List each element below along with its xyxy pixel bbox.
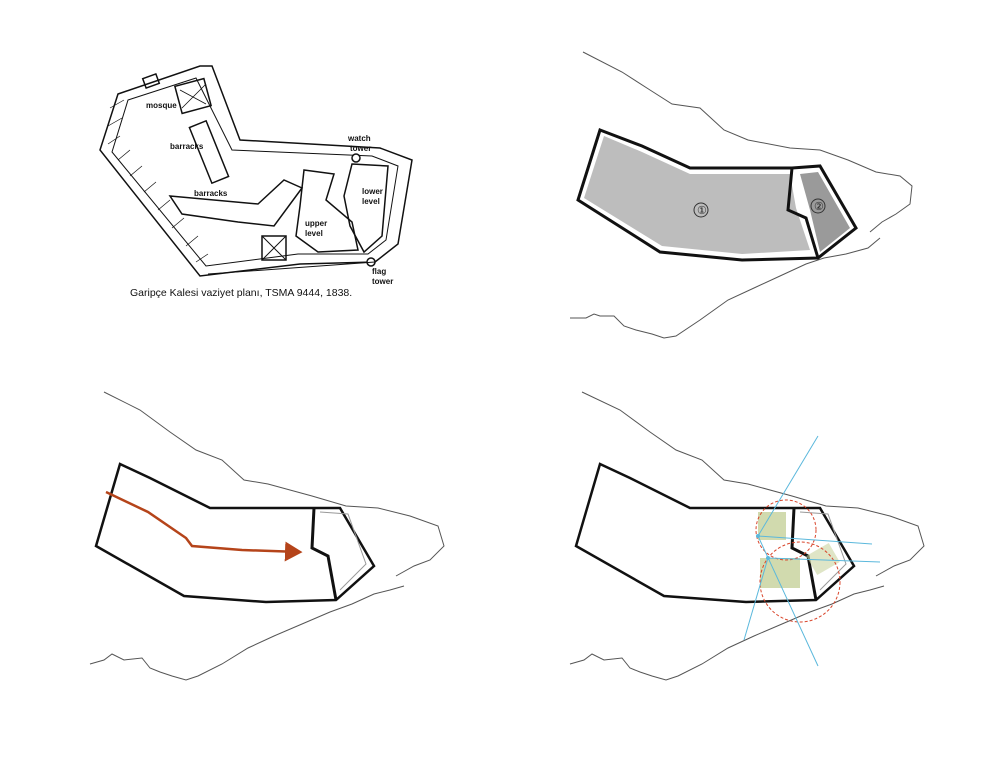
view-area-3 <box>806 542 840 576</box>
plan-caption: Garipçe Kalesi vaziyet planı, TSMA 9444,… <box>130 287 353 299</box>
label-barracks-2: barracks <box>194 189 228 198</box>
inner-courtyard-4 <box>799 511 847 591</box>
zone-2-label: ② <box>814 201 824 213</box>
zone-divider-wall-2 <box>786 167 820 259</box>
divider-wall-4 <box>790 507 818 601</box>
viewpoint-2 <box>766 556 770 560</box>
label-mosque: mosque <box>146 101 177 110</box>
zone-2-area <box>800 172 850 252</box>
plan-labels: mosque barracks barracks watch tower low… <box>146 101 393 286</box>
plan-upper-level <box>295 169 359 253</box>
divider-wall-3 <box>310 507 338 601</box>
label-upper-level: level <box>305 229 323 238</box>
label-watch-tower: tower <box>350 144 371 153</box>
coastline-top-3 <box>103 391 445 577</box>
plan-gate-x <box>261 235 287 261</box>
label-flag-tower: tower <box>372 277 393 286</box>
view-area-1 <box>758 512 786 540</box>
zone-1-marker <box>693 202 709 218</box>
castle-outline-3 <box>94 462 376 604</box>
inner-courtyard-3 <box>319 511 367 591</box>
zones-panel: ① ② <box>570 51 913 339</box>
label-lower: lower <box>362 187 383 196</box>
zone-1-label: ① <box>697 205 707 217</box>
coastline-bottom-2 <box>570 237 881 339</box>
coastline-top-4 <box>581 391 925 577</box>
coastline-bottom-3 <box>89 585 405 681</box>
plan-mosque-roof <box>179 83 207 109</box>
plan-barracks-upper <box>188 119 230 185</box>
plan-watch-tower <box>351 153 361 163</box>
view-analysis-panel <box>569 391 925 681</box>
viewpoint-1 <box>756 534 760 538</box>
label-flag: flag <box>372 267 386 276</box>
view-circle-2 <box>759 541 841 623</box>
historic-site-plan <box>99 65 413 277</box>
plan-inner-wall <box>111 77 399 267</box>
plan-gate-box <box>261 235 287 261</box>
label-barracks-1: barracks <box>170 142 204 151</box>
plan-ground-line <box>207 261 376 275</box>
circulation-panel <box>89 391 445 681</box>
zone-1-area <box>584 136 810 254</box>
plan-barracks-lower <box>168 179 304 227</box>
plan-wall-hatch <box>107 99 209 263</box>
coastline-top-2 <box>582 51 913 233</box>
circulation-path-arrow <box>105 490 303 562</box>
label-upper: upper <box>305 219 327 228</box>
plan-minaret <box>141 72 161 90</box>
zone-2-marker <box>810 198 826 214</box>
plan-lower-level <box>343 163 389 254</box>
view-circle-1 <box>755 499 817 561</box>
plan-outer-wall <box>99 65 413 277</box>
sight-lines <box>743 435 881 667</box>
label-watch: watch <box>347 134 371 143</box>
label-lower-level: level <box>362 197 380 206</box>
plan-mosque <box>173 77 213 115</box>
coastline-bottom-4 <box>569 585 885 681</box>
